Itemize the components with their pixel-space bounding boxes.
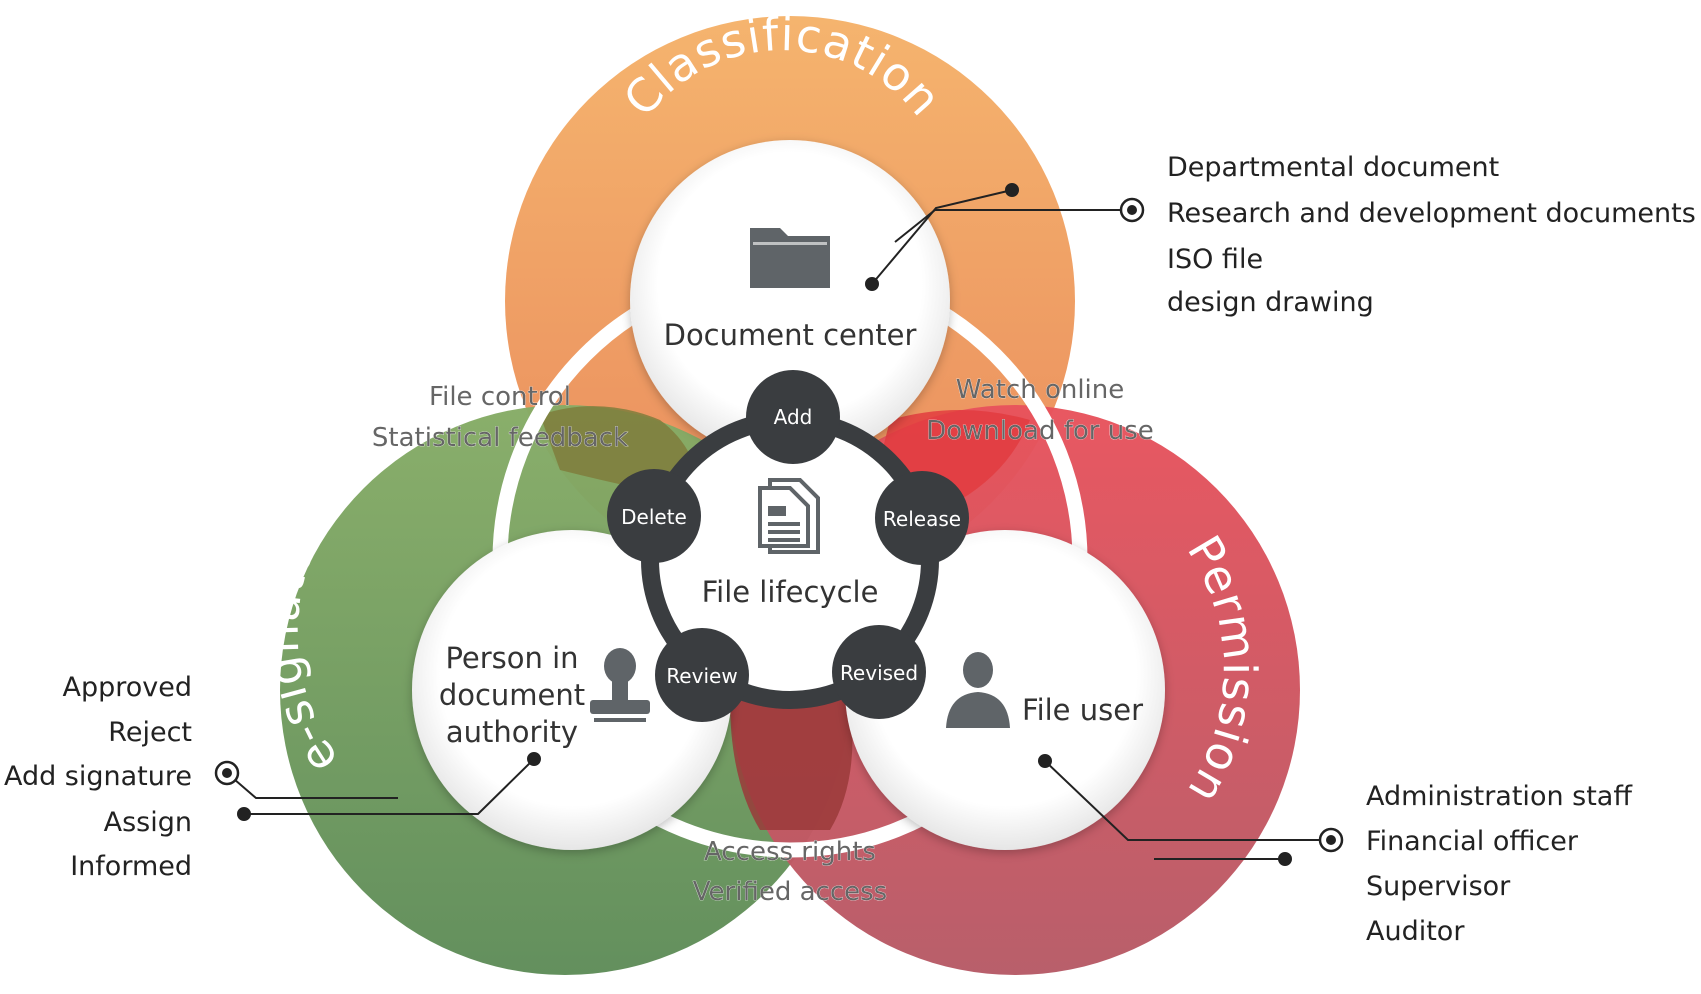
user-icon	[946, 652, 1010, 728]
connector-classification	[865, 183, 1145, 291]
permission-item-1: Administration staff	[1366, 781, 1633, 812]
esignature-item-2: Reject	[108, 717, 192, 748]
esignature-item-4: Assign	[104, 807, 192, 838]
classification-item-2: Research and development documents	[1167, 198, 1696, 229]
document-icon	[758, 478, 820, 554]
classification-item-4: design drawing	[1167, 287, 1374, 318]
overlap-right-line-1: Watch online	[956, 375, 1125, 405]
overlap-left-line-1: File control	[429, 382, 571, 412]
overlap-green-red	[730, 695, 853, 830]
svg-text:Release: Release	[883, 507, 961, 531]
esignature-item-1: Approved	[62, 672, 192, 703]
svg-text:Add: Add	[774, 405, 813, 429]
person-authority-line-3: authority	[446, 715, 578, 749]
file-user-label: File user	[1022, 693, 1143, 727]
person-authority-line-1: Person in	[445, 641, 578, 675]
esignature-item-3: Add signature	[4, 761, 192, 792]
svg-text:Revised: Revised	[840, 661, 918, 685]
person-authority-line-2: document	[439, 678, 585, 712]
lifecycle-node-revised: Revised	[832, 625, 926, 719]
permission-item-3: Supervisor	[1366, 871, 1511, 902]
lifecycle-node-add: Add	[746, 370, 840, 464]
connector-esignature	[214, 752, 541, 821]
svg-text:Delete: Delete	[621, 505, 687, 529]
lifecycle-node-release: Release	[875, 471, 969, 565]
overlap-right-line-2: Download for use	[926, 416, 1154, 446]
connector-permission	[1038, 754, 1344, 866]
svg-text:Review: Review	[666, 664, 737, 688]
classification-item-1: Departmental document	[1167, 152, 1499, 183]
esignature-item-5: Informed	[70, 851, 192, 882]
document-center-label: Document center	[664, 318, 917, 352]
document-center-circle	[630, 140, 950, 460]
stamp-icon	[590, 648, 650, 722]
folder-icon	[750, 228, 830, 288]
overlap-left-line-2: Statistical feedback	[372, 423, 628, 453]
file-lifecycle-label: File lifecycle	[702, 575, 879, 609]
permission-item-2: Financial officer	[1366, 826, 1579, 857]
lifecycle-node-delete: Delete	[607, 469, 701, 563]
overlap-bottom-line-2: Verified access	[693, 877, 887, 907]
permission-item-4: Auditor	[1366, 916, 1465, 947]
lifecycle-node-review: Review	[655, 628, 749, 722]
overlap-bottom-line-1: Access rights	[704, 837, 876, 867]
classification-item-3: ISO file	[1167, 244, 1263, 275]
